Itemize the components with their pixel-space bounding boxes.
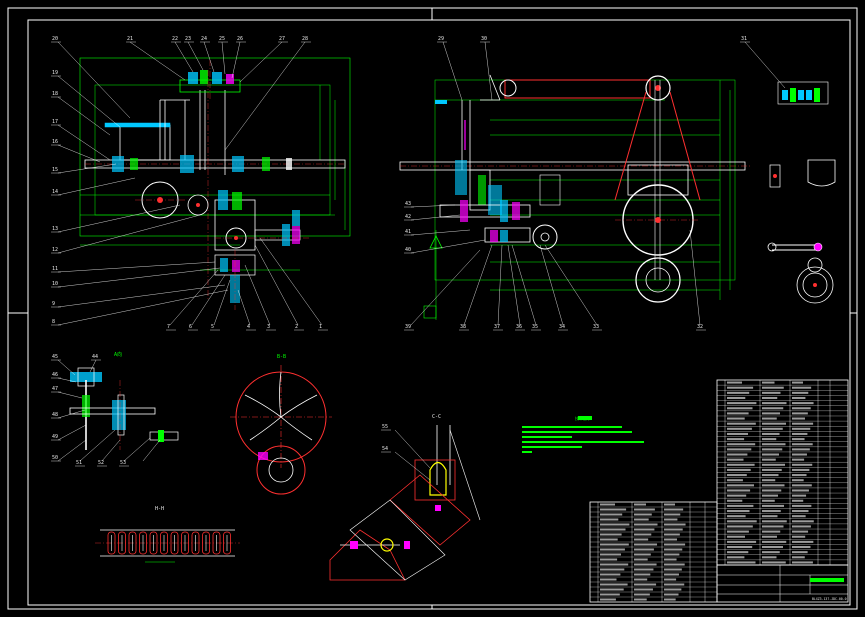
- title-name-mark: [810, 578, 844, 582]
- part-callout-51: 51: [76, 460, 82, 466]
- section-view-joint: 55 54 C-C: [329, 414, 481, 581]
- part-callout-52: 52: [98, 460, 104, 466]
- part-callout-41: 41: [405, 229, 411, 235]
- part-callout-26: 26: [237, 36, 243, 42]
- part-callout-40: 40: [405, 247, 411, 253]
- part-callout-25: 25: [219, 36, 225, 42]
- part-callout-44: 44: [92, 354, 98, 360]
- part-callout-6: 6: [189, 324, 192, 330]
- chain-detail-title: H-H: [155, 506, 164, 512]
- chain-roller: [160, 531, 168, 555]
- chain-roller: [128, 531, 137, 555]
- chain-roller: [118, 531, 126, 555]
- section-b-title: B-B: [277, 354, 286, 360]
- part-callout-21: 21: [127, 36, 133, 42]
- part-callout-9: 9: [52, 301, 55, 307]
- notes-title: 技术要求: [575, 415, 591, 421]
- part-callout-3: 3: [267, 324, 270, 330]
- chain-roller: [181, 531, 189, 555]
- chain-roller: [223, 531, 231, 555]
- part-callout-4: 4: [247, 324, 250, 330]
- part-callout-43: 43: [405, 201, 411, 207]
- part-callout-23: 23: [185, 36, 191, 42]
- bom-table: BLXZ3-137-JDC-00-0: [589, 379, 849, 603]
- part-callout-32: 32: [697, 324, 703, 330]
- part-callout-36: 36: [516, 324, 522, 330]
- part-callout-18: 18: [52, 91, 58, 97]
- chain-roller: [212, 531, 221, 555]
- part-callout-14: 14: [52, 189, 58, 195]
- part-callout-5: 5: [211, 324, 214, 330]
- part-callout-53: 53: [120, 460, 126, 466]
- part-callout-27: 27: [279, 36, 285, 42]
- part-callout-11: 11: [52, 266, 58, 272]
- part-callout-13: 13: [52, 226, 58, 232]
- detail-a-title: A向: [114, 351, 122, 358]
- part-callout-12: 12: [52, 247, 58, 253]
- part-callout-20: 20: [52, 36, 58, 42]
- technical-notes: [522, 416, 644, 453]
- part-callout-47: 47: [52, 386, 58, 392]
- part-callout-42: 42: [405, 214, 411, 220]
- part-callout-8: 8: [52, 319, 55, 325]
- part-callout-35: 35: [532, 324, 538, 330]
- part-callout-15: 15: [52, 167, 58, 173]
- notes-title-mark: [578, 416, 592, 420]
- part-callout-29: 29: [438, 36, 444, 42]
- part-callout-38: 38: [460, 324, 466, 330]
- inner-border: [27, 19, 851, 606]
- section-c-title: C-C: [432, 414, 441, 420]
- part-callout-34: 34: [559, 324, 565, 330]
- part-callout-33: 33: [593, 324, 599, 330]
- part-callout-7: 7: [167, 324, 170, 330]
- detail-view-a: 45 44 46 47 48 49 50 51 52 53: [51, 354, 179, 467]
- part-callout-54: 54: [382, 446, 388, 452]
- part-callout-49: 49: [52, 434, 58, 440]
- part-callout-50: 50: [52, 455, 58, 461]
- part-callout-1: 1: [319, 324, 322, 330]
- part-callout-30: 30: [481, 36, 487, 42]
- part-callout-46: 46: [52, 372, 58, 378]
- chain-roller: [107, 531, 116, 555]
- section-view-wheel: B-B: [230, 354, 332, 495]
- chain-roller: [191, 531, 200, 555]
- chain-roller: [149, 531, 158, 555]
- drawing-number: BLXZ3-137-JDC-00-0: [812, 597, 847, 601]
- part-callout-39: 39: [405, 324, 411, 330]
- part-callout-17: 17: [52, 119, 58, 125]
- part-callout-19: 19: [52, 70, 58, 76]
- part-callout-31: 31: [741, 36, 747, 42]
- part-callout-2: 2: [295, 324, 298, 330]
- view-side: 29 30 43 42 41 40 39 38 37 36 35 34 33 32: [399, 36, 750, 331]
- part-callout-22: 22: [172, 36, 178, 42]
- part-callout-24: 24: [201, 36, 207, 42]
- chain-roller: [139, 531, 147, 555]
- chain-detail: [95, 529, 240, 563]
- title-block: [716, 564, 849, 603]
- part-callout-28: 28: [302, 36, 308, 42]
- part-callout-45: 45: [52, 354, 58, 360]
- part-callout-48: 48: [52, 412, 58, 418]
- chain-roller: [170, 531, 179, 555]
- chain-roller: [202, 531, 210, 555]
- part-callout-55: 55: [382, 424, 388, 430]
- part-callout-10: 10: [52, 281, 58, 287]
- part-callout-16: 16: [52, 139, 58, 145]
- part-callout-37: 37: [494, 324, 500, 330]
- view-details-right: 31: [740, 36, 836, 304]
